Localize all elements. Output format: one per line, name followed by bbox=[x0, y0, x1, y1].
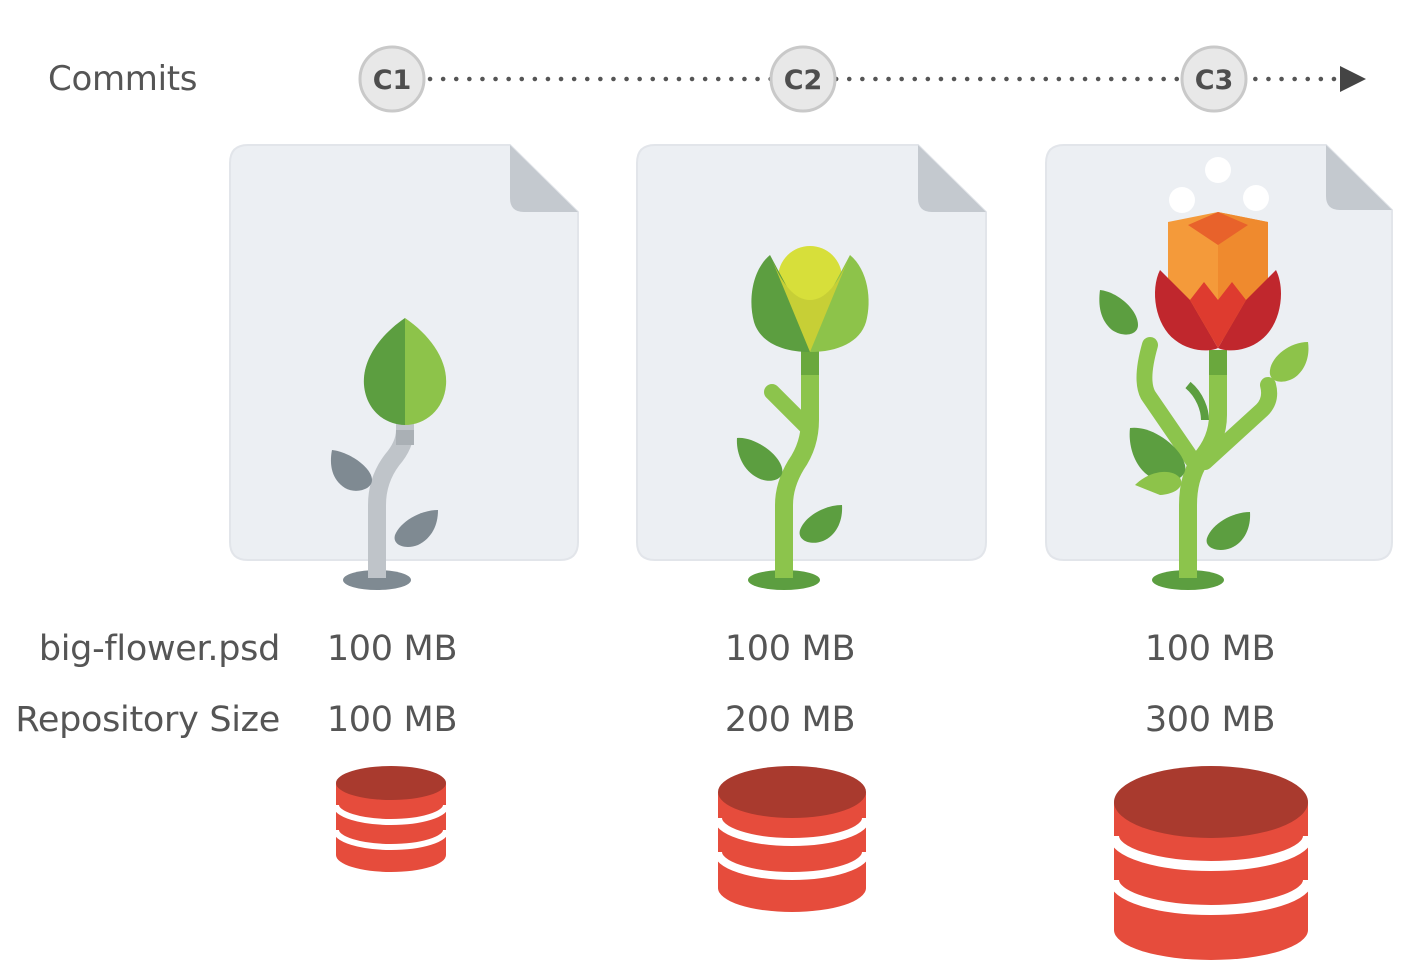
commit-circle-icon bbox=[769, 45, 837, 113]
database-3 bbox=[1109, 766, 1313, 960]
timeline bbox=[427, 66, 1366, 92]
document-3 bbox=[1045, 144, 1393, 590]
database-2 bbox=[714, 766, 870, 912]
commit-label: C1 bbox=[373, 65, 412, 96]
commit-label: C3 bbox=[1195, 65, 1234, 96]
document-fold bbox=[510, 145, 578, 212]
document-1 bbox=[229, 144, 579, 590]
database-icon bbox=[714, 766, 870, 912]
repo-size-c3: 300 MB bbox=[1144, 700, 1276, 740]
commit-circle-icon bbox=[1180, 45, 1248, 113]
sprout-icon bbox=[330, 318, 447, 590]
repo-row-label: Repository Size bbox=[15, 700, 280, 740]
document-fold bbox=[918, 145, 986, 212]
database-icon bbox=[333, 766, 449, 872]
commit-c1: C1 bbox=[358, 45, 426, 113]
document-2 bbox=[636, 144, 987, 590]
database-1 bbox=[333, 766, 449, 872]
database-icon bbox=[1109, 766, 1313, 960]
file-size-c2: 100 MB bbox=[724, 629, 856, 669]
repo-size-c2: 200 MB bbox=[724, 700, 856, 740]
commit-label: C2 bbox=[784, 65, 823, 96]
commit-c3: C3 bbox=[1180, 45, 1248, 113]
commit-c2: C2 bbox=[769, 45, 837, 113]
timeline-label: Commits bbox=[48, 59, 198, 99]
document-fold bbox=[1326, 145, 1392, 210]
file-size-c3: 100 MB bbox=[1144, 629, 1276, 669]
timeline-arrow-icon bbox=[1340, 66, 1366, 92]
bud-icon bbox=[736, 246, 869, 590]
repo-size-c1: 100 MB bbox=[326, 700, 458, 740]
commit-circle-icon bbox=[358, 45, 426, 113]
flower-icon bbox=[1099, 157, 1309, 590]
file-size-c1: 100 MB bbox=[326, 629, 458, 669]
file-row-label: big-flower.psd bbox=[38, 629, 280, 669]
